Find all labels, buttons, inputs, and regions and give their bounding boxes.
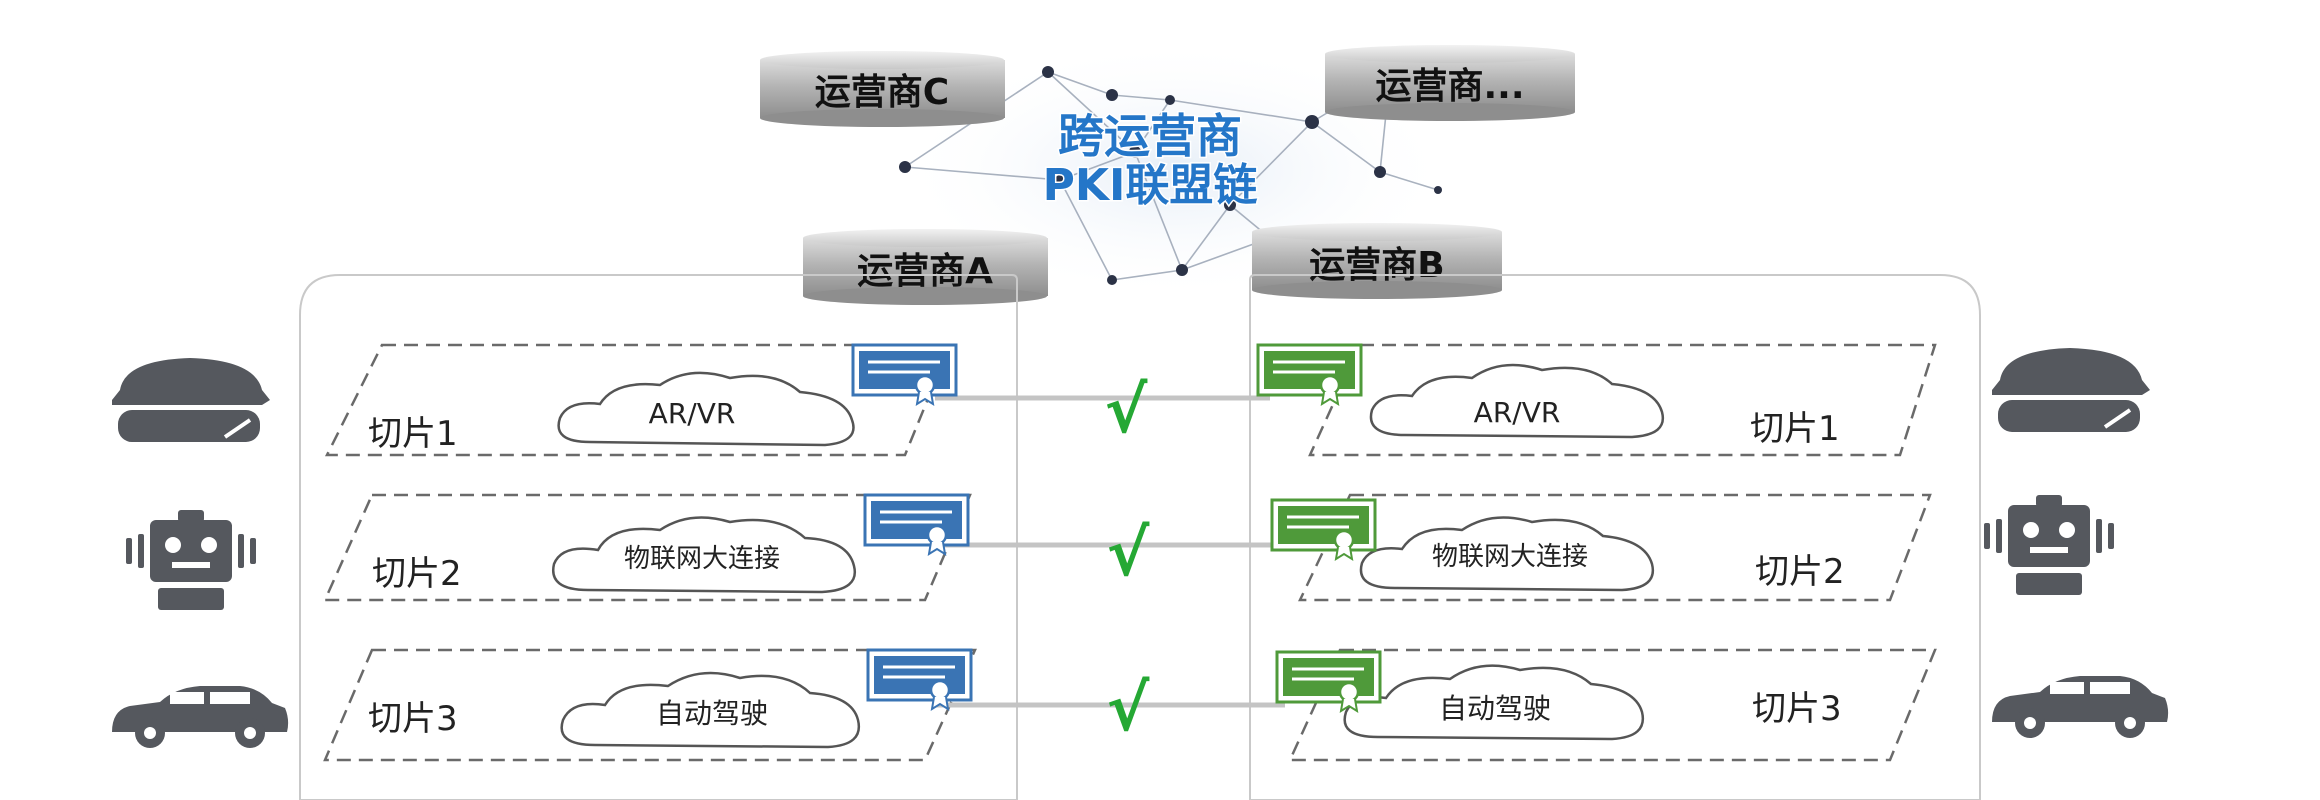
right-slice-2: 物联网大连接 切片2: [1298, 493, 1932, 602]
left-slice-2-label: 切片2: [372, 554, 462, 594]
check-1-icon: √: [1105, 374, 1148, 448]
right-slice-3-label: 切片3: [1752, 689, 1842, 729]
left-car-icon: [112, 686, 289, 748]
cert-a-2-icon: [863, 493, 970, 557]
right-robot-icon: [1984, 495, 2114, 595]
cert-a-1-icon: [851, 343, 958, 407]
left-slice-3-service: 自动驾驶: [656, 697, 768, 730]
right-slice-2-service: 物联网大连接: [1432, 542, 1588, 572]
left-slice-3: 自动驾驶 切片3: [323, 648, 977, 762]
right-slice-2-cloud: [1359, 516, 1655, 592]
connection-row-1: √: [851, 343, 1363, 448]
left-robot-icon: [126, 510, 256, 610]
operator-c-cylinder: 运营商C: [760, 51, 1005, 127]
connection-row-2: √: [863, 493, 1377, 591]
left-slice-2-service: 物联网大连接: [624, 544, 780, 574]
cert-a-3-icon: [866, 648, 973, 712]
left-slice-3-cloud: [560, 671, 861, 749]
blockchain-title-line2: PKI联盟链: [1043, 160, 1258, 211]
left-slice-1: AR/VR 切片1: [324, 343, 952, 457]
right-slice-3-service: 自动驾驶: [1439, 692, 1551, 725]
operator-b-label: 运营商B: [1309, 245, 1444, 286]
right-slice-1: AR/VR 切片1: [1308, 343, 1937, 457]
operator-c-label: 运营商C: [815, 72, 949, 113]
left-slice-2-cloud: [551, 516, 857, 594]
operator-a-cylinder: 运营商A: [803, 229, 1048, 305]
connection-row-3: √: [866, 648, 1382, 746]
left-slice-1-cloud: [557, 371, 855, 447]
operator-a-panel: [299, 274, 1018, 800]
cert-b-3-icon: [1275, 650, 1382, 714]
operator-more-label: 运营商...: [1375, 66, 1524, 107]
left-slice-2: 物联网大连接 切片2: [323, 493, 972, 602]
check-3-icon: √: [1107, 672, 1150, 746]
left-vr-headset-icon: [112, 358, 270, 442]
left-slice-3-label: 切片3: [368, 699, 458, 739]
operator-more-cylinder: 运营商...: [1325, 45, 1575, 121]
right-slice-1-service: AR/VR: [1474, 396, 1561, 429]
left-slice-1-service: AR/VR: [649, 397, 736, 430]
right-slice-2-label: 切片2: [1755, 552, 1845, 592]
right-slice-3: 自动驾驶 切片3: [1288, 648, 1937, 762]
right-car-icon: [1992, 676, 2169, 738]
right-vr-headset-icon: [1992, 348, 2150, 432]
cert-b-1-icon: [1256, 343, 1363, 407]
operator-b-panel: [1249, 274, 1981, 800]
check-2-icon: √: [1107, 517, 1150, 591]
left-slice-1-label: 切片1: [368, 414, 458, 454]
right-slice-1-cloud: [1369, 363, 1665, 439]
cert-b-2-icon: [1270, 498, 1377, 562]
blockchain-title-line1: 跨运营商: [1058, 109, 1242, 163]
operator-a-label: 运营商A: [857, 251, 993, 292]
operator-b-cylinder: 运营商B: [1252, 223, 1502, 299]
right-slice-1-label: 切片1: [1750, 409, 1840, 449]
